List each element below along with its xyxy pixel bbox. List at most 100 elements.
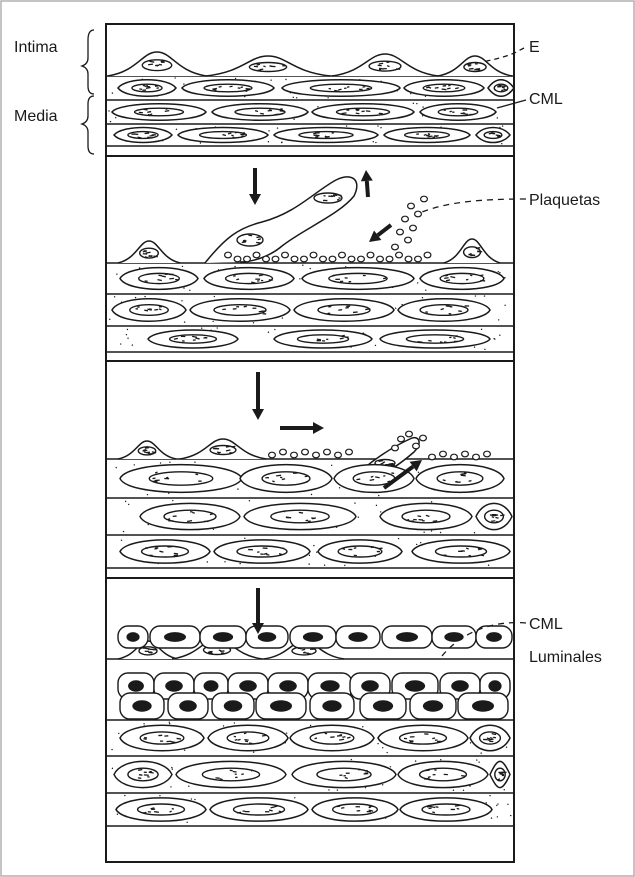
stipple-dot [181, 300, 182, 301]
platelet [424, 252, 431, 258]
stipple-dot [182, 266, 183, 267]
stipple-dot [169, 461, 170, 462]
platelet [291, 256, 298, 262]
stipple-dot [183, 287, 184, 288]
platelet [263, 256, 270, 262]
platelet [301, 256, 308, 262]
stipple-dot [111, 749, 112, 750]
endothelium-label: E [529, 40, 540, 56]
stipple-dot [488, 565, 489, 566]
platelet [397, 229, 404, 235]
stipple-dot [169, 721, 170, 722]
stipple-dot [268, 130, 269, 131]
stipple-dot [184, 750, 185, 751]
stipple-dot [117, 814, 118, 815]
stipple-dot [313, 545, 314, 546]
platelet [320, 256, 327, 262]
stipple-dot [453, 790, 454, 791]
smooth-muscle-cell [140, 503, 240, 529]
smooth-muscle-cell [294, 299, 394, 322]
stipple-dot [234, 722, 235, 723]
platelet [348, 256, 355, 262]
stipple-dot [108, 110, 109, 111]
stipple-dot [114, 296, 115, 297]
smooth-muscle-cell [212, 104, 308, 121]
stipple-dot [498, 319, 499, 320]
stipple-dot [344, 565, 345, 566]
stipple-dot [281, 142, 282, 143]
stipple-dot [474, 532, 475, 533]
smooth-muscle-cell [416, 465, 504, 493]
plaquetas-label: Plaquetas [529, 193, 600, 209]
stipple-dot [375, 345, 376, 346]
platelet [244, 256, 251, 262]
stipple-dot [425, 289, 426, 290]
platelet [310, 252, 317, 258]
stipple-dot [310, 268, 311, 269]
platelet [367, 252, 374, 258]
stipple-dot [346, 125, 347, 126]
smooth-muscle-cell [120, 268, 198, 290]
platelet [377, 256, 384, 262]
stipple-dot [431, 501, 432, 502]
stipple-dot [235, 78, 236, 79]
smooth-muscle-cell [398, 299, 490, 322]
stipple-dot [486, 802, 487, 803]
platelet [291, 452, 298, 458]
stipple-dot [135, 297, 136, 298]
stipple-dot [160, 462, 161, 463]
platelet [405, 256, 412, 262]
smooth-muscle-cell [176, 761, 286, 787]
platelet [396, 252, 403, 258]
stipple-dot [502, 125, 503, 126]
intima-bracket [82, 30, 94, 94]
stipple-dot [126, 334, 127, 335]
stipple-dot [237, 488, 238, 489]
stipple-dot [268, 332, 269, 333]
stipple-dot [310, 725, 311, 726]
stipple-dot [382, 784, 383, 785]
luminal-smc [310, 693, 354, 719]
stipple-dot [339, 487, 340, 488]
stipple-dot [191, 798, 192, 799]
stipple-dot [499, 272, 500, 273]
platelet [440, 451, 447, 457]
stipple-dot [189, 290, 190, 291]
stipple-dot [416, 103, 417, 104]
platelet [335, 452, 342, 458]
stipple-dot [354, 502, 355, 503]
stipple-dot [270, 79, 271, 80]
stipple-dot [309, 555, 310, 556]
smooth-muscle-cell [380, 503, 472, 529]
stipple-dot [186, 822, 187, 823]
smooth-muscle-cell [290, 725, 374, 751]
stipple-dot [123, 531, 124, 532]
luminal-smc [476, 626, 512, 648]
stipple-dot [308, 563, 309, 564]
stipple-dot [188, 786, 189, 787]
stipple-dot [112, 768, 113, 769]
platelet [484, 451, 491, 457]
cml-label: CML [529, 92, 563, 108]
smooth-muscle-cell [318, 540, 402, 563]
platelet [410, 225, 417, 231]
stipple-dot [474, 346, 475, 347]
stipple-dot [390, 766, 391, 767]
platelet [415, 211, 422, 217]
platelet [451, 454, 458, 460]
stipple-dot [224, 561, 225, 562]
stipple-dot [293, 119, 294, 120]
intima-label: Intima [14, 40, 58, 56]
stipple-dot [286, 732, 287, 733]
stipple-dot [423, 531, 424, 532]
stipple-dot [174, 77, 175, 78]
smooth-muscle-cell [282, 80, 400, 97]
platelet [339, 252, 346, 258]
smooth-muscle-cell [112, 104, 206, 121]
stipple-dot [413, 103, 414, 104]
stipple-dot [132, 344, 133, 345]
stipple-dot [169, 723, 170, 724]
stipple-dot [118, 733, 119, 734]
stipple-dot [380, 511, 381, 512]
stipple-dot [234, 266, 235, 267]
